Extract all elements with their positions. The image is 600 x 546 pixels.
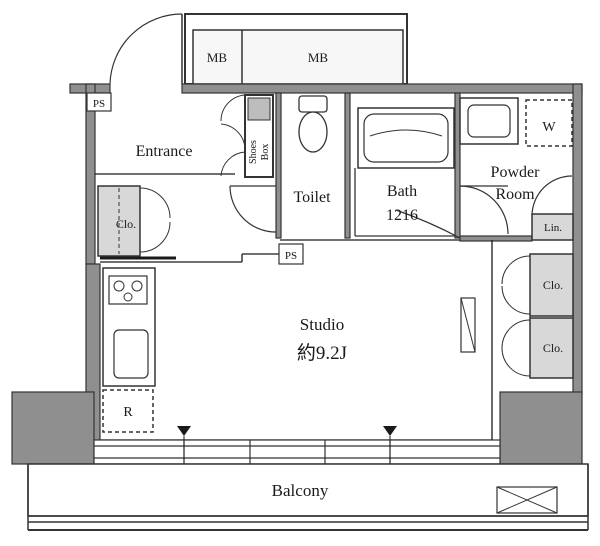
ps-top-label: PS <box>93 98 105 110</box>
window-arrow-right <box>383 426 397 436</box>
balcony-area <box>27 463 589 531</box>
stove-burner-3 <box>123 292 133 302</box>
balcony-floor <box>27 463 589 517</box>
wall-toilet-right <box>344 92 351 239</box>
toilet-tank <box>298 95 328 113</box>
powder-room-label-1: Powder <box>491 164 541 181</box>
studio-label: Studio <box>300 315 344 334</box>
studio-storage-diag <box>460 297 476 353</box>
meter-box-group <box>184 13 408 85</box>
shoes-box-label-1: Shoes <box>248 140 259 164</box>
wall-right <box>572 83 583 395</box>
shoes-box-label-2: Box <box>260 144 271 161</box>
entrance-closet-door-2 <box>139 221 171 253</box>
toilet-door-swing <box>229 185 277 233</box>
washer-box <box>525 99 573 147</box>
studio-area-label: 約9.2J <box>297 342 347 364</box>
shoes-box-top-shelf <box>247 97 271 121</box>
balcony-wall-right <box>499 391 583 465</box>
window-arrow-left <box>177 426 191 436</box>
meter-box-large-label: MB <box>308 50 329 65</box>
balcony-wall-left <box>11 391 95 465</box>
studio-closet-1 <box>529 253 574 317</box>
kitchen-sink <box>113 329 149 379</box>
entrance-label: Entrance <box>136 143 193 160</box>
entrance-door-swing <box>109 13 183 85</box>
refrigerator-label: R <box>123 405 133 420</box>
stove-burner-2 <box>131 280 143 292</box>
refrigerator-box <box>102 389 154 433</box>
linen-door-swing <box>531 175 573 217</box>
entrance-closet-label: Clo. <box>116 217 136 231</box>
walls <box>11 83 583 465</box>
wall-bath-right <box>454 92 461 239</box>
washer-label: W <box>542 120 556 135</box>
toilet-bowl <box>298 111 328 153</box>
bath-label: Bath <box>387 183 417 200</box>
ps-mid-label: PS <box>285 250 297 262</box>
powder-door-swing <box>459 185 509 235</box>
bathtub-inner <box>363 113 449 163</box>
meter-box-small-label: MB <box>207 50 228 65</box>
bath-door-swing <box>395 209 461 239</box>
window-strip <box>93 439 501 465</box>
basin <box>467 104 511 138</box>
studio-closet-2 <box>529 317 574 379</box>
toilet-label: Toilet <box>293 189 331 206</box>
entrance-closet-door-1 <box>139 187 171 219</box>
window-frame <box>93 439 501 465</box>
meter-box-inner <box>192 29 404 85</box>
bathtub-curve <box>369 129 443 137</box>
wall-top <box>181 83 583 94</box>
studio-closet-door-3 <box>501 319 531 349</box>
bath-size-label: 1216 <box>386 207 418 224</box>
wall-studio-top-right <box>459 235 533 242</box>
studio-closet-door-2 <box>501 285 531 315</box>
studio-closet-2-label: Clo. <box>543 341 563 355</box>
studio-closet-1-label: Clo. <box>543 278 563 292</box>
stove-burner-1 <box>113 280 125 292</box>
linen-label: Lin. <box>544 222 562 234</box>
linen-closet <box>531 213 574 241</box>
studio-closet-door-4 <box>501 347 531 377</box>
shoes-box-door-upper <box>220 94 246 122</box>
ps-box-top <box>86 92 112 112</box>
ps-box-mid <box>278 243 304 265</box>
studio-closet-door-1 <box>501 255 531 285</box>
wall-toilet-left <box>275 92 282 239</box>
powder-room-label-2: Room <box>495 186 535 203</box>
balcony-label: Balcony <box>272 481 329 500</box>
shoes-box-door-3 <box>220 151 246 177</box>
shoes-box-door-lower <box>220 123 246 151</box>
balcony-hatch-diag-2 <box>496 486 558 514</box>
stove <box>108 275 148 305</box>
